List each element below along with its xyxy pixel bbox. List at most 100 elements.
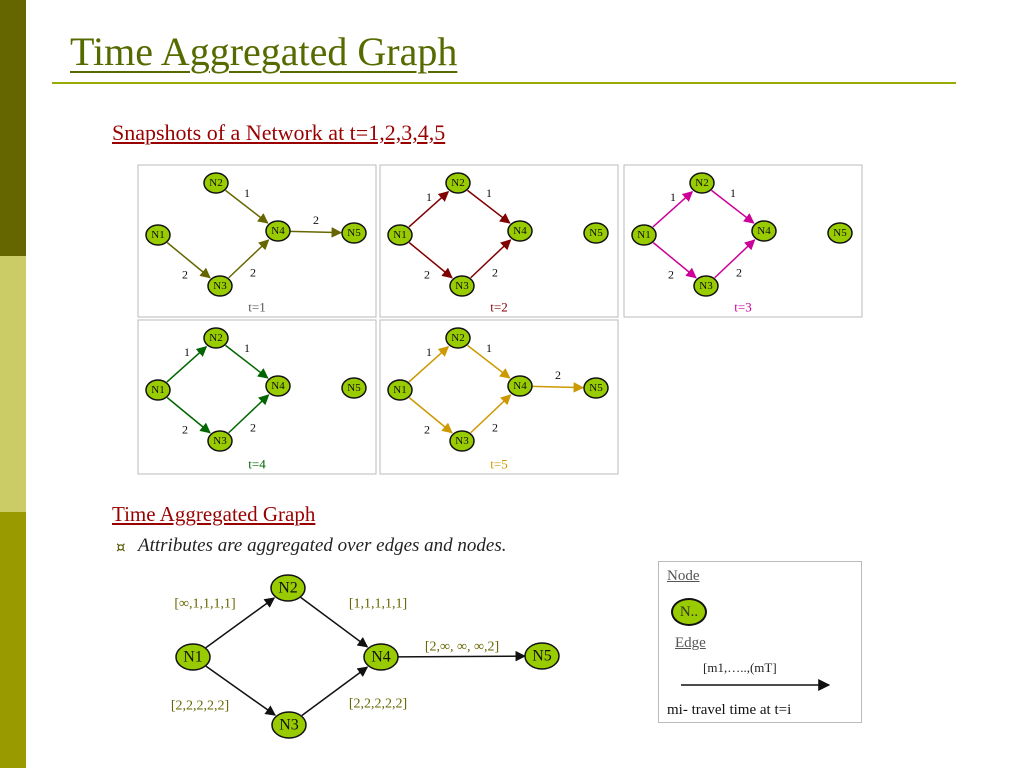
snapshot-t2-node-N1 bbox=[387, 224, 413, 246]
snapshot-t5-node-N4 bbox=[507, 375, 533, 397]
snapshot-t1-node-N5 bbox=[341, 222, 367, 244]
snapshot-t2-edge-N1-N3 bbox=[408, 242, 453, 279]
snapshot-t1-edge-N2-N4 bbox=[225, 189, 269, 224]
snapshot-t1-weight-N3-N4: 2 bbox=[250, 266, 256, 280]
snapshot-t4-node-N1 bbox=[145, 379, 171, 401]
snapshot-t4-node-N1-label: N1 bbox=[151, 384, 164, 396]
aggregated-node-N2 bbox=[270, 574, 306, 602]
snapshot-t1-node-N1-label: N1 bbox=[151, 229, 164, 241]
snapshot-t4-node-N2-label: N2 bbox=[209, 332, 222, 344]
snapshot-t2-node-N3 bbox=[449, 275, 475, 297]
snapshot-t2-node-N2 bbox=[445, 172, 471, 194]
snapshot-t4-label: t=4 bbox=[248, 457, 266, 472]
snapshot-t5-edge-N1-N2 bbox=[408, 345, 450, 383]
legend-edge-arrow bbox=[681, 679, 831, 691]
snapshot-t4-weight-N1-N2: 1 bbox=[184, 345, 190, 359]
snapshot-t3-node-N3 bbox=[693, 275, 719, 297]
aggregated-node-N2-label: N2 bbox=[278, 580, 298, 597]
snapshot-t3-edge-N2-N4 bbox=[711, 189, 755, 224]
snapshot-t1-node-N3 bbox=[207, 275, 233, 297]
snapshot-t2-node-N4-label: N4 bbox=[513, 225, 527, 237]
aggregated-edge-label-N1-N3: [2,2,2,2,2] bbox=[171, 699, 229, 714]
aggregated-node-N4 bbox=[363, 643, 399, 671]
snapshot-panel-t4 bbox=[137, 319, 377, 475]
aggregated-edge-N4-N5 bbox=[396, 650, 527, 662]
aggregated-node-N5 bbox=[524, 642, 560, 670]
snapshot-t3-weight-N1-N2: 1 bbox=[670, 190, 676, 204]
snapshot-t1-node-N2-label: N2 bbox=[209, 177, 222, 189]
snapshot-panel-t1 bbox=[137, 164, 377, 318]
snapshot-t3-weight-N1-N3: 2 bbox=[668, 268, 674, 282]
snapshot-t5-weight-N1-N3: 2 bbox=[424, 423, 430, 437]
snapshot-t2-edge-N1-N2 bbox=[408, 190, 450, 228]
snapshot-t1-weight-N1-N3: 2 bbox=[182, 268, 188, 282]
sidebar-decoration bbox=[0, 0, 26, 768]
aggregated-node-N3 bbox=[271, 711, 307, 739]
snapshot-t4-weight-N2-N4: 1 bbox=[244, 341, 250, 355]
snapshot-t2-weight-N2-N4: 1 bbox=[486, 186, 492, 200]
aggregated-edge-label-N4-N5: [2,∞, ∞, ∞,2] bbox=[425, 640, 499, 655]
snapshot-t3-node-N5 bbox=[827, 222, 853, 244]
snapshot-t5-node-N4-label: N4 bbox=[513, 380, 527, 392]
snapshot-t5-edge-N1-N3 bbox=[408, 397, 453, 434]
sidebar-block-bottom bbox=[0, 512, 26, 768]
snapshot-t3-node-N1 bbox=[631, 224, 657, 246]
snapshot-t1-label: t=1 bbox=[248, 300, 265, 315]
legend-node-heading: Node bbox=[667, 568, 700, 584]
legend-edge-heading: Edge bbox=[675, 635, 706, 651]
snapshot-t1-node-N4-label: N4 bbox=[271, 225, 285, 237]
snapshot-t1-edge-N4-N5 bbox=[289, 227, 343, 238]
snapshot-t4-node-N5-label: N5 bbox=[347, 382, 361, 394]
snapshot-t2-weight-N3-N4: 2 bbox=[492, 266, 498, 280]
snapshot-t2-edge-N3-N4 bbox=[470, 239, 512, 279]
snapshot-t5-node-N5 bbox=[583, 377, 609, 399]
aggregated-node-N1 bbox=[175, 643, 211, 671]
title-divider bbox=[52, 82, 956, 84]
snapshot-t3-weight-N2-N4: 1 bbox=[730, 186, 736, 200]
snapshots-heading: Snapshots of a Network at t=1,2,3,4,5 bbox=[112, 120, 446, 145]
snapshot-t4-edge-N2-N4 bbox=[225, 344, 269, 379]
snapshot-t4-node-N5 bbox=[341, 377, 367, 399]
snapshot-t2-node-N1-label: N1 bbox=[393, 229, 406, 241]
legend: Node N.. Edge [m1,…..,(mT] mi- travel ti… bbox=[658, 561, 862, 723]
snapshot-t3-node-N3-label: N3 bbox=[699, 280, 713, 292]
sidebar-block-top bbox=[0, 0, 26, 256]
aggregated-graph-heading: Time Aggregated Graph bbox=[112, 502, 316, 526]
snapshot-t4-weight-N3-N4: 2 bbox=[250, 421, 256, 435]
snapshot-t3-node-N1-label: N1 bbox=[637, 229, 650, 241]
snapshot-t5-weight-N1-N2: 1 bbox=[426, 345, 432, 359]
snapshot-t5-weight-N4-N5: 2 bbox=[555, 368, 561, 382]
snapshot-t1-node-N4 bbox=[265, 220, 291, 242]
snapshot-t3-edge-N1-N3 bbox=[652, 242, 697, 279]
bullet-text: Attributes are aggregated over edges and… bbox=[138, 535, 507, 556]
page-title: Time Aggregated Graph bbox=[70, 29, 458, 74]
legend-edge-label: [m1,…..,(mT] bbox=[703, 660, 777, 675]
legend-footnote: mi- travel time at t=i bbox=[667, 702, 792, 718]
snapshot-t5-label: t=5 bbox=[490, 457, 507, 472]
snapshot-t5-node-N2-label: N2 bbox=[451, 332, 464, 344]
snapshot-t5-node-N2 bbox=[445, 327, 471, 349]
aggregated-edge-label-N2-N4: [1,1,1,1,1] bbox=[349, 597, 407, 612]
snapshot-t4-node-N3 bbox=[207, 430, 233, 452]
snapshot-t1-node-N1 bbox=[145, 224, 171, 246]
snapshot-t3-node-N5-label: N5 bbox=[833, 227, 847, 239]
snapshot-t5-node-N1 bbox=[387, 379, 413, 401]
aggregated-node-N3-label: N3 bbox=[279, 717, 299, 734]
snapshot-t1-edge-N1-N3 bbox=[166, 242, 211, 279]
snapshot-t5-node-N5-label: N5 bbox=[589, 382, 603, 394]
snapshot-t2-label: t=2 bbox=[490, 300, 507, 315]
snapshot-t3-edge-N3-N4 bbox=[714, 239, 756, 279]
snapshot-t5-node-N1-label: N1 bbox=[393, 384, 406, 396]
snapshot-t1-edge-N3-N4 bbox=[228, 239, 270, 279]
snapshot-t4-node-N4-label: N4 bbox=[271, 380, 285, 392]
snapshot-t5-edge-N4-N5 bbox=[531, 382, 585, 393]
snapshot-t4-node-N2 bbox=[203, 327, 229, 349]
snapshot-t2-node-N5-label: N5 bbox=[589, 227, 603, 239]
snapshot-t2-weight-N1-N2: 1 bbox=[426, 190, 432, 204]
aggregated-node-N4-label: N4 bbox=[371, 649, 391, 666]
snapshot-t2-node-N3-label: N3 bbox=[455, 280, 469, 292]
snapshot-t4-edge-N1-N3 bbox=[166, 397, 211, 434]
snapshot-t1-node-N3-label: N3 bbox=[213, 280, 227, 292]
aggregated-edge-label-N3-N4: [2,2,2,2,2] bbox=[349, 697, 407, 712]
sidebar-block-middle bbox=[0, 256, 26, 512]
